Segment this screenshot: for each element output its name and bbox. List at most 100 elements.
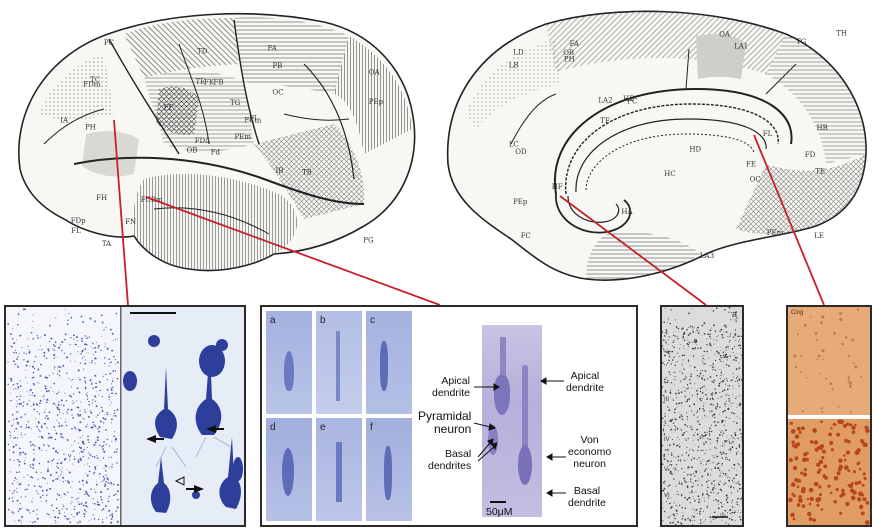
von-economo-panel: a b c d e f 50μM Apic	[260, 305, 638, 527]
subpanel-grid: a b c d e f	[266, 311, 412, 521]
brain-area-label: PH	[564, 55, 575, 63]
subpanel-f: f	[366, 418, 412, 521]
subpanel-label: d	[270, 422, 276, 433]
arrow-marker-2	[206, 425, 224, 433]
brain-area-label: TB	[302, 168, 312, 176]
cingulate-stain-panel: Cing	[786, 305, 872, 527]
subpanel-b: b	[316, 311, 362, 414]
layer-mark: III	[664, 397, 670, 403]
brain-area-label: TH	[836, 30, 847, 38]
brain-area-label: OD	[515, 148, 527, 156]
scale-bar-line	[490, 501, 506, 503]
brain-area-label: FL	[763, 130, 773, 138]
pyramidal-neuron-label: Pyramidal neuron	[418, 409, 472, 436]
layer-mark: VI	[664, 493, 670, 499]
brain-area-label: Fd	[211, 149, 221, 157]
brain-area-label: OC	[750, 175, 761, 183]
arrow-marker-3	[186, 485, 204, 493]
brain-area-label: OB	[187, 146, 198, 154]
brain-area-label: TE	[196, 78, 206, 86]
brain-area-label: TG	[796, 38, 807, 46]
subpanel-label: c	[370, 315, 375, 326]
brain-area-label: HF	[552, 183, 563, 191]
annotation-arrows	[473, 377, 566, 497]
brain-area-label: PC	[627, 98, 637, 106]
brain-area-label: LA2	[598, 96, 612, 104]
apical-dendrite-label-left: Apical dendrite	[432, 375, 470, 399]
brain-area-label: FE	[746, 161, 756, 169]
brain-area-label: HA	[621, 208, 633, 216]
subpanel-d: d	[266, 418, 312, 521]
brain-area-label: LD	[513, 49, 524, 57]
pyramidal-neurons	[123, 335, 243, 513]
subpanel-label: e	[320, 422, 326, 433]
subpanel-label: f	[370, 422, 373, 433]
apical-dendrite-label-right: Apical dendrite	[566, 370, 604, 394]
brain-area-label: LB	[509, 62, 519, 70]
brain-area-label: PB	[273, 62, 283, 70]
brain-area-label: LC	[509, 140, 519, 148]
brain-area-label: FA	[268, 45, 278, 53]
brain-area-label: FDp	[71, 217, 86, 225]
layer-mark: V	[664, 467, 669, 473]
brain-area-label: HD	[689, 145, 701, 153]
brain-area-label: OB	[563, 49, 574, 57]
subpanel-label: a	[270, 315, 276, 326]
brain-area-label: FF	[164, 103, 174, 111]
brain-area-label: TD	[197, 47, 208, 55]
brain-area-label: IA	[60, 117, 69, 125]
layer-mark: IV	[664, 437, 670, 443]
brain-area-label: PEp	[369, 98, 384, 106]
basal-dendrites-label: Basal dendrites	[428, 448, 472, 472]
brain-area-label: PEm	[235, 133, 252, 141]
subpanel-a: a	[266, 311, 312, 414]
subpanel-c: c	[366, 311, 412, 414]
brain-area-label: PC	[104, 39, 114, 47]
brain-area-label: TA	[102, 240, 112, 248]
cortical-layers-panel: a III IV V VI	[660, 305, 744, 527]
brain-area-label: TG	[230, 99, 241, 107]
brain-area-label: FDm	[83, 81, 100, 89]
brain-area-label: PH	[85, 124, 96, 132]
brain-area-label: PEp	[513, 198, 528, 206]
brain-area-label: TE	[815, 168, 825, 176]
subpanel-label: b	[320, 315, 326, 326]
brain-area-label: HE	[623, 95, 634, 103]
cing-label: Cing	[791, 310, 804, 316]
brain-area-label: FI	[249, 114, 257, 122]
brain-area-label: FL	[71, 227, 81, 235]
brain-area-label: LA3	[700, 252, 714, 260]
brain-area-label: PG	[363, 237, 374, 245]
brain-area-label: LE	[814, 232, 824, 240]
brain-area-label: PEm	[767, 229, 784, 237]
panel-corner-label: a	[732, 309, 738, 319]
scale-bar-label: 50μM	[486, 506, 513, 518]
brain-area-label: FA	[570, 40, 580, 48]
brain-area-label: FB	[214, 79, 224, 87]
brain-area-label: FD	[805, 151, 816, 159]
basal-dendrite-label-right: Basal dendrite	[568, 485, 606, 509]
brain-area-label: TF	[600, 117, 610, 125]
von-economo-label: Von economo neuron	[568, 434, 612, 470]
brain-area-label: FCm	[244, 116, 261, 124]
brain-area-label: FDΔ	[195, 137, 211, 145]
arrow-marker-open	[174, 476, 185, 486]
brain-area-label: LA1	[734, 42, 748, 50]
brain-area-label: FCBm	[141, 196, 163, 204]
nissl-panel	[4, 305, 246, 527]
brain-area-label: HB	[817, 124, 828, 132]
brain-area-label: FC	[521, 232, 531, 240]
brain-area-label: FK	[204, 79, 215, 87]
arrow-marker-1	[146, 435, 164, 443]
brain-area-label: FH	[96, 194, 107, 202]
neuron-column-image	[482, 325, 542, 517]
subpanel-e: e	[316, 418, 362, 521]
brain-area-label: HC	[664, 170, 675, 178]
brain-area-label: OC	[272, 88, 283, 96]
brain-area-label: IB	[276, 167, 284, 175]
brain-area-label: FN	[125, 218, 136, 226]
brain-area-label: OA	[719, 30, 731, 38]
brain-area-label: OA	[369, 69, 381, 77]
